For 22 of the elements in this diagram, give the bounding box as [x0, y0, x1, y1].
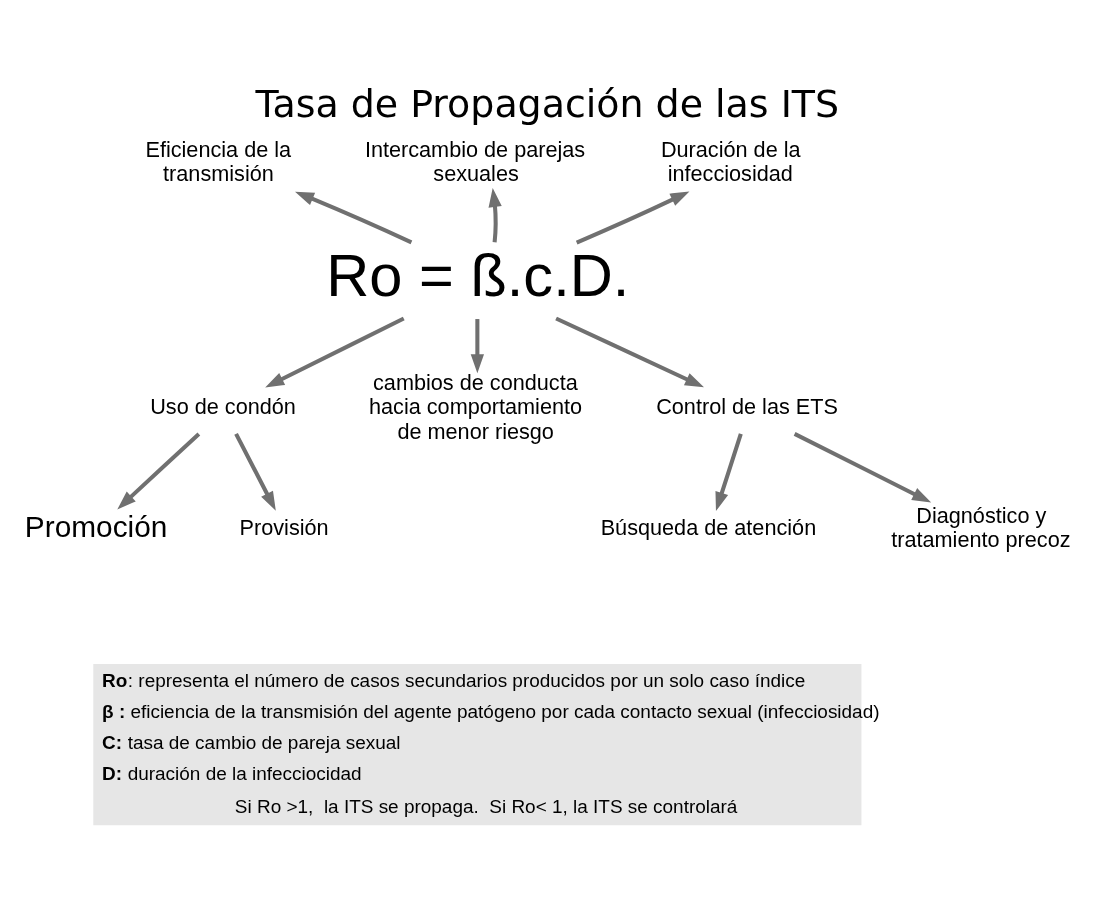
node-text: Provisión — [239, 514, 329, 540]
arrow — [265, 316, 405, 388]
diagram-title: Tasa de Propagación de las ITS — [255, 82, 840, 127]
node-text: Intercambio de parejas sexuales — [364, 137, 586, 187]
node-text: Duración de la infecciosidad — [660, 137, 801, 187]
node-text: Uso de condón — [150, 394, 296, 420]
node-text: Búsqueda de atención — [600, 514, 817, 540]
arrow — [575, 191, 690, 245]
node-text: Control de las ETS — [656, 394, 838, 420]
node-text: Promoción — [24, 510, 168, 544]
node-text: cambios de conducta hacia comportamiento de menor riesgo — [368, 370, 583, 444]
arrow — [793, 432, 932, 503]
arrow — [555, 316, 704, 388]
arrow — [234, 432, 276, 511]
arrow — [470, 319, 484, 374]
arrow — [715, 433, 743, 512]
node-text: Ro = ß.c.D. — [326, 241, 630, 309]
arrow — [117, 432, 201, 510]
arrow — [295, 191, 413, 245]
node-text: Eficiencia de la transmisión — [145, 137, 292, 187]
node-text: Diagnóstico y tratamiento precoz — [891, 502, 1071, 553]
arrow — [488, 188, 502, 243]
